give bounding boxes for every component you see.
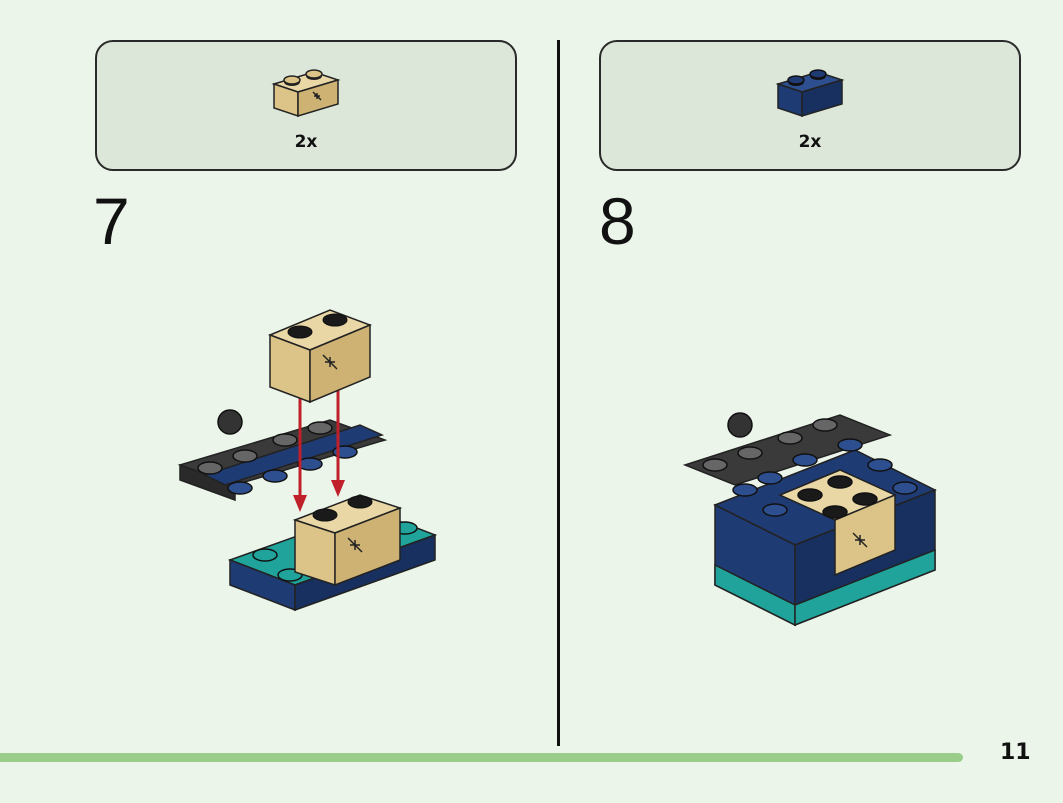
page-divider (557, 40, 560, 746)
step-number: 7 (93, 184, 130, 258)
part-quantity: 2x (798, 132, 822, 152)
step-7-build-illustration (177, 309, 438, 612)
parts-box-step-8: 2x (599, 40, 1021, 171)
page-number: 11 (1000, 740, 1031, 765)
step-8-build-illustration (682, 412, 937, 627)
step-number: 8 (599, 184, 636, 258)
part-quantity: 2x (294, 132, 318, 152)
progress-bar (0, 753, 963, 762)
tan-brick-1x2-axle-hole-icon (271, 69, 341, 118)
parts-box-step-7: 2x (95, 40, 517, 171)
dark-blue-brick-1x2-icon (775, 69, 845, 118)
